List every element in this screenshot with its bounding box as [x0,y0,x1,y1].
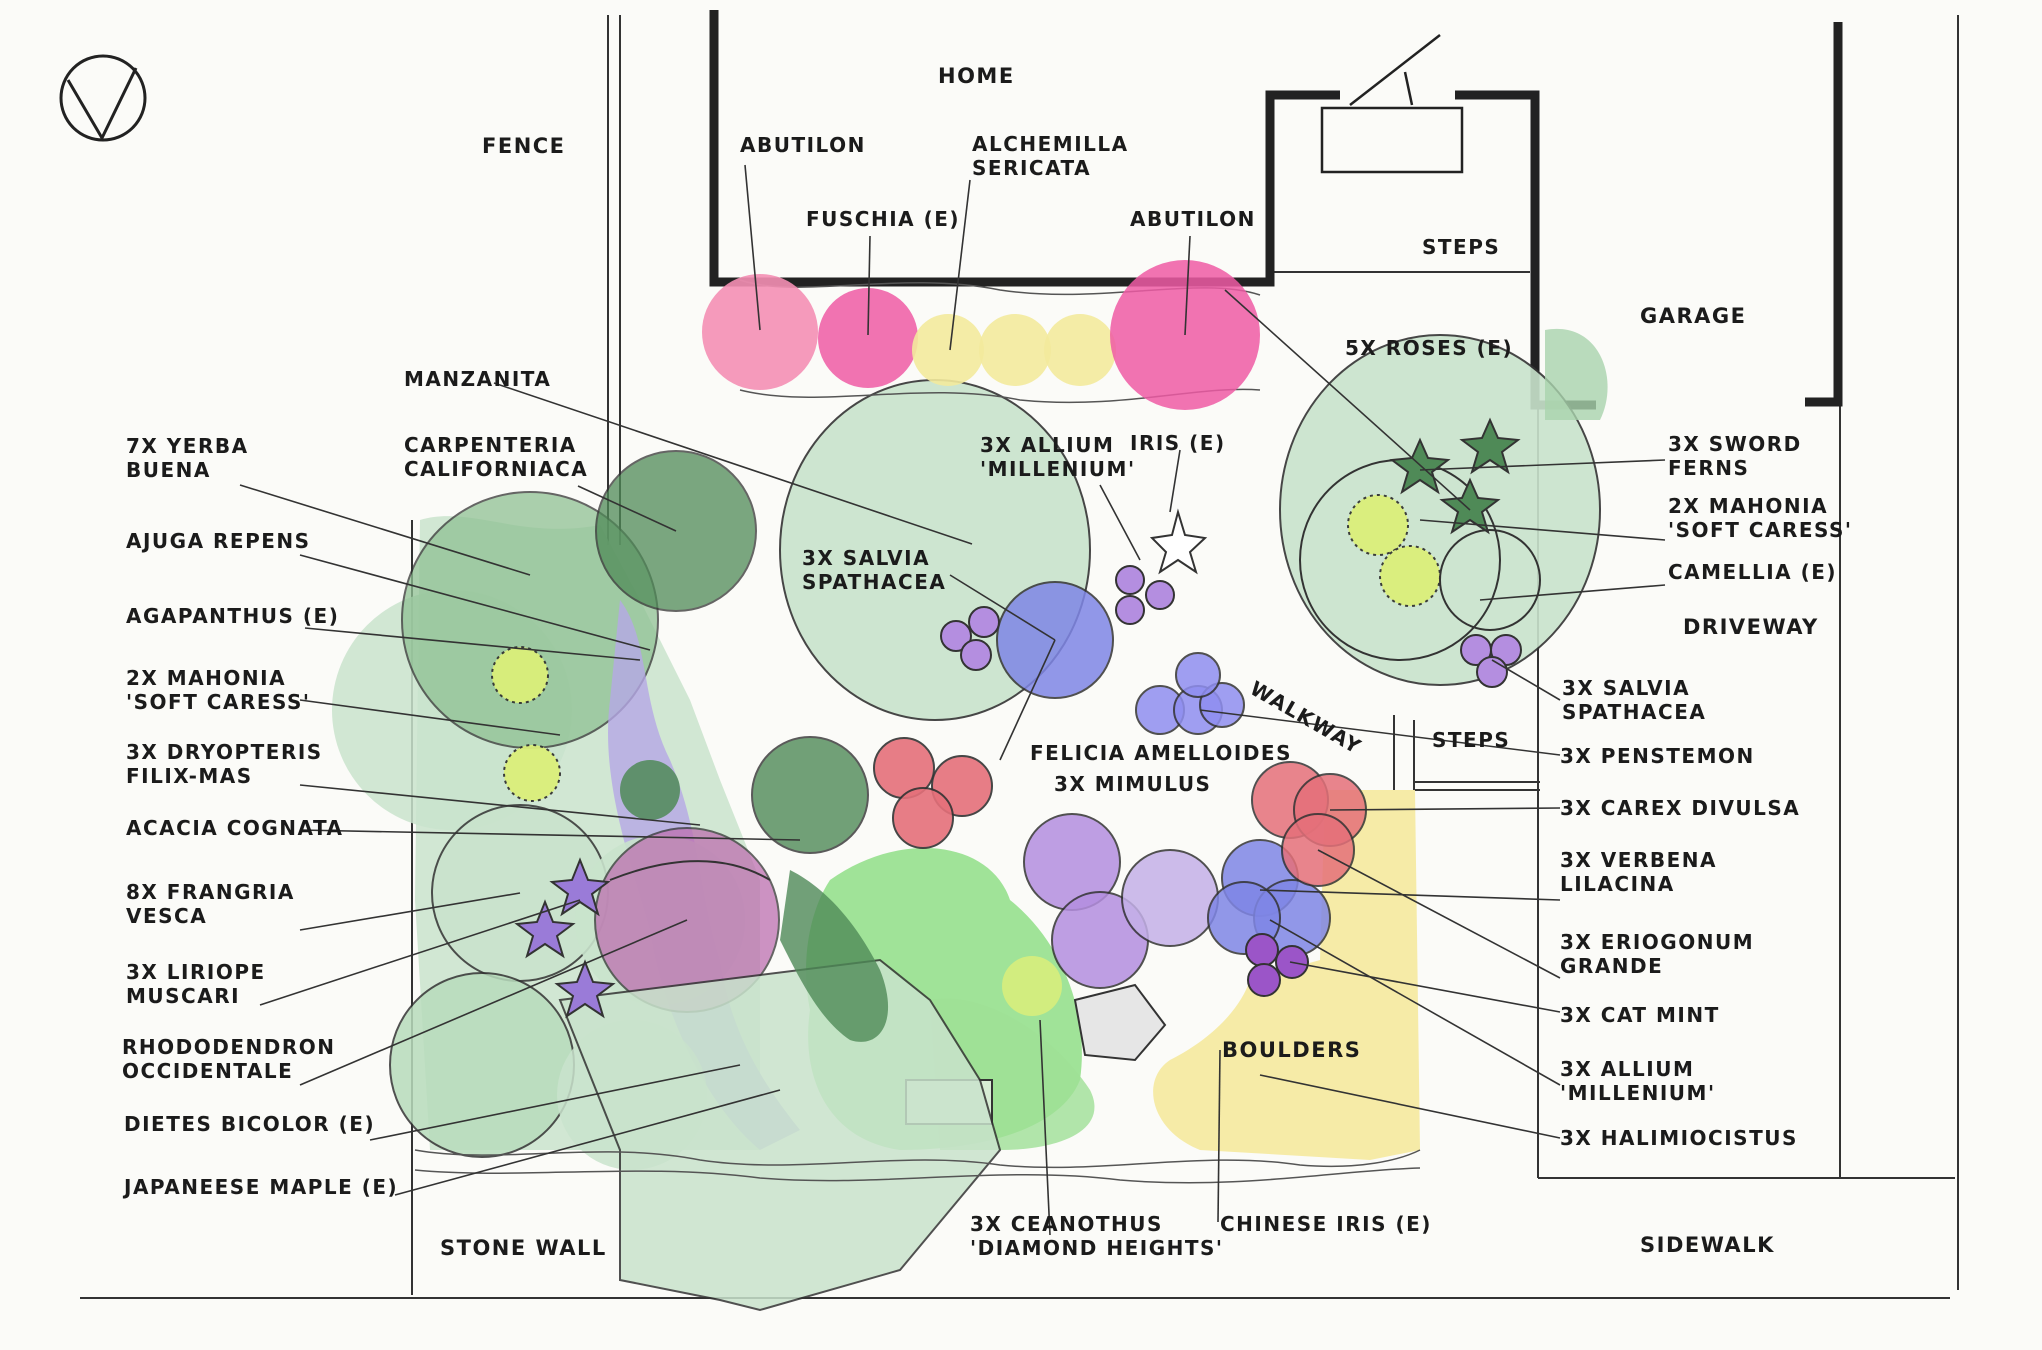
salvia-right-line-1: 3X SALVIA [1562,676,1691,700]
verbena-line-1: 3X VERBENA [1560,848,1717,872]
salvia-center-line-2: SPATHACEA [802,570,947,594]
label-sword-ferns: 3X SWORD FERNS [1668,432,1802,480]
yerba-line-1: 7X YERBA [126,434,249,458]
label-mahonia-left: 2X MAHONIA 'SOFT CARESS' [126,666,311,714]
label-felicia: FELICIA AMELLOIDES [1030,741,1292,765]
mahonia-right-line-2: 'SOFT CARESS' [1668,518,1853,542]
label-manzanita: MANZANITA [404,367,552,391]
eriogonum-line-1: 3X ERIOGONUM [1560,930,1755,954]
mahonia-right-line-1: 2X MAHONIA [1668,494,1829,518]
salvia-center-line-1: 3X SALVIA [802,546,931,570]
label-carex: 3X CAREX DIVULSA [1560,796,1801,820]
sword-ferns [1389,417,1521,535]
mahonia-left-line-2: 'SOFT CARESS' [126,690,311,714]
label-roses: 5X ROSES (E) [1345,336,1514,360]
logo-mark [59,54,147,142]
center-plants [940,508,1245,735]
label-carpenteria: CARPENTERIA CALIFORNIACA [404,433,588,481]
label-halimiocistus: 3X HALIMIOCISTUS [1560,1126,1798,1150]
yerba-line-2: BUENA [126,458,211,482]
label-eriogonum: 3X ERIOGONUM GRANDE [1560,930,1754,978]
allium-right-line-2: 'MILLENIUM' [1560,1081,1716,1105]
label-mahonia-right: 2X MAHONIA 'SOFT CARESS' [1668,494,1853,542]
label-verbena: 3X VERBENA LILACINA [1560,848,1717,896]
label-home: HOME [938,64,1015,88]
label-ajuga: AJUGA REPENS [126,529,311,553]
allium-top-line-2: 'MILLENIUM' [980,457,1136,481]
label-rhododendron: RHODODENDRON OCCIDENTALE [122,1035,336,1083]
mimulus-plants [873,737,993,849]
rhododendron-line-2: OCCIDENTALE [122,1059,294,1083]
mahonia-left-line-1: 2X MAHONIA [126,666,287,690]
entry-stoop [1320,34,1464,174]
alchemilla-line-2: SERICATA [972,156,1092,180]
ceanothus-line-1: 3X CEANOTHUS [970,1212,1163,1236]
label-alchemilla: ALCHEMILLA SERICATA [972,132,1129,180]
alchemilla-line-1: ALCHEMILLA [972,132,1129,156]
label-salvia-right: 3X SALVIA SPATHACEA [1562,676,1706,724]
carpenteria-line-1: CARPENTERIA [404,433,577,457]
rhododendron-line-1: RHODODENDRON [122,1035,336,1059]
label-liriope: 3X LIRIOPE MUSCARI [126,960,266,1008]
label-mimulus: 3X MIMULUS [1054,772,1212,796]
perennial-cluster [1002,761,1367,1016]
label-penstemon: 3X PENSTEMON [1560,744,1755,768]
dryopteris-line-2: FILIX-MAS [126,764,253,788]
label-sidewalk: SIDEWALK [1640,1233,1775,1257]
label-chinese-iris: CHINESE IRIS (E) [1220,1212,1432,1236]
label-allium-right: 3X ALLIUM 'MILLENIUM' [1560,1057,1716,1105]
allium-top-line-1: 3X ALLIUM [980,433,1115,457]
liriope-line-2: MUSCARI [126,984,241,1008]
leader-lines [239,164,1666,1236]
label-fuschia: FUSCHIA (E) [806,207,961,231]
bed-bottom [558,847,1095,1312]
label-salvia-center: 3X SALVIA SPATHACEA [802,546,946,594]
frangria-line-1: 8X FRANGRIA [126,880,295,904]
sword-ferns-line-1: 3X SWORD [1668,432,1802,456]
liriope-line-1: 3X LIRIOPE [126,960,266,984]
label-stone-wall: STONE WALL [440,1236,607,1260]
label-iris: IRIS (E) [1130,431,1226,455]
label-dryopteris: 3X DRYOPTERIS FILIX-MAS [126,740,323,788]
label-abutilon-left: ABUTILON [740,133,866,157]
verbena-line-2: LILACINA [1560,872,1675,896]
salvia-right-line-2: SPATHACEA [1562,700,1707,724]
mahonia-left-plants [491,646,561,802]
frangria-line-2: VESCA [126,904,208,928]
label-camellia: CAMELLIA (E) [1668,560,1838,584]
label-cat-mint: 3X CAT MINT [1560,1003,1720,1027]
eriogonum-line-2: GRANDE [1560,954,1664,978]
allium-right-line-1: 3X ALLIUM [1560,1057,1695,1081]
sword-ferns-line-2: FERNS [1668,456,1750,480]
label-agapanthus: AGAPANTHUS (E) [126,604,340,628]
liriope-stars [514,857,616,1019]
dryopteris-line-1: 3X DRYOPTERIS [126,740,323,764]
label-frangria: 8X FRANGRIA VESCA [126,880,295,928]
label-steps-top: STEPS [1422,235,1501,259]
label-yerba: 7X YERBA BUENA [126,434,249,482]
label-fence: FENCE [482,134,566,158]
label-maple: JAPANEESE MAPLE (E) [124,1175,399,1199]
label-acacia: ACACIA COGNATA [126,816,344,840]
label-boulders: BOULDERS [1222,1038,1362,1062]
home-bed-plants [702,260,1260,410]
label-ceanothus: 3X CEANOTHUS 'DIAMOND HEIGHTS' [970,1212,1224,1260]
label-allium-top: 3X ALLIUM 'MILLENIUM' [980,433,1136,481]
label-garage: GARAGE [1640,304,1747,328]
acacia-shrub [620,736,889,1042]
carpenteria-line-2: CALIFORNIACA [404,457,589,481]
label-driveway: DRIVEWAY [1683,615,1819,639]
label-abutilon-right: ABUTILON [1130,207,1256,231]
ceanothus-line-2: 'DIAMOND HEIGHTS' [970,1236,1224,1260]
label-dietes: DIETES BICOLOR (E) [124,1112,376,1136]
label-steps-mid: STEPS [1432,728,1511,752]
